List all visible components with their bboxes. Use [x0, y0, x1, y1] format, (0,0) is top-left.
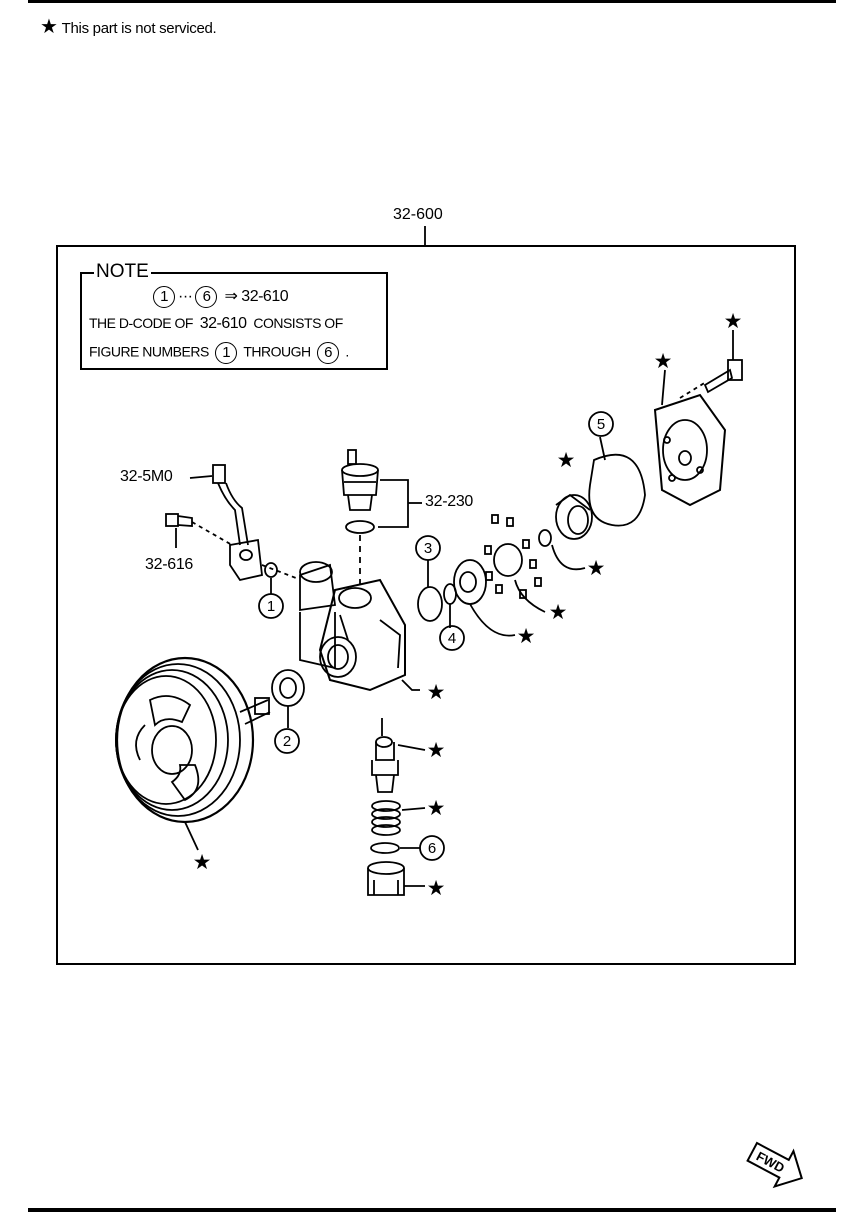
callout-circle-4: [439, 625, 465, 651]
note-title: NOTE: [94, 261, 151, 283]
star-icon: ★: [40, 16, 58, 38]
note-figure-line: FIGURE NUMBERS 1 THROUGH 6 .: [89, 342, 349, 364]
note-dcode-line: THE D-CODE OF 32-610 CONSISTS OF: [89, 315, 343, 333]
star-icon: ★: [427, 876, 446, 900]
sensor-code[interactable]: 32-230: [425, 493, 474, 510]
star-icon: ★: [517, 624, 536, 648]
rear-bolt: [703, 330, 743, 394]
o-ring-6: [370, 842, 400, 854]
callout-4: 4: [448, 630, 456, 647]
bolt-part: [165, 513, 233, 548]
note-line3-period: .: [345, 343, 349, 360]
cam-ring: [538, 493, 593, 571]
o-ring-3: [417, 586, 443, 622]
note-line2-b: CONSISTS OF: [253, 315, 343, 331]
callout-2: 2: [283, 733, 291, 750]
callout-1: 1: [267, 598, 275, 615]
flow-control-valve: [371, 718, 426, 793]
star-icon: ★: [549, 600, 568, 624]
plug: [367, 861, 425, 896]
legend: ★This part is not serviced.: [40, 14, 217, 39]
callout-6: 6: [428, 840, 436, 857]
callout-3: 3: [424, 540, 432, 557]
gasket-5: [588, 453, 646, 527]
assembly-code-label[interactable]: 32-600: [393, 206, 443, 223]
star-icon: ★: [427, 738, 446, 762]
sensor-part: [341, 449, 422, 585]
note-range-code[interactable]: 32-610: [241, 288, 289, 306]
star-icon: ★: [193, 850, 212, 874]
bottom-rule: [28, 1208, 836, 1212]
pulley: [115, 656, 271, 851]
star-icon: ★: [557, 448, 576, 472]
star-icon: ★: [427, 680, 446, 704]
bolt-code[interactable]: 32-616: [145, 556, 194, 573]
note-line3-circle-start: 1: [215, 342, 238, 364]
fwd-arrow: FWD: [745, 1135, 809, 1200]
note-circle-end: 6: [195, 286, 218, 308]
spring: [371, 800, 426, 836]
callout-circle-5: [588, 411, 614, 437]
star-icon: ★: [427, 796, 446, 820]
callout-circle-2: [274, 728, 300, 754]
top-rule: [28, 0, 836, 3]
note-box: [80, 272, 388, 370]
hose-bracket: [189, 464, 297, 594]
star-icon: ★: [724, 309, 743, 333]
fwd-arrow-icon: FWD: [746, 1141, 803, 1189]
callout-circle-3: [415, 535, 441, 561]
note-range-line: 1···6 ⇒ 32-610: [150, 286, 289, 308]
note-circle-start: 1: [153, 286, 175, 308]
note-line3-b: THROUGH: [243, 343, 311, 360]
note-line2-code: 32-610: [199, 315, 247, 332]
callout-5: 5: [597, 416, 605, 433]
note-line3-circle-end: 6: [317, 342, 339, 364]
star-icon: ★: [587, 556, 606, 580]
legend-text: This part is not serviced.: [61, 20, 217, 37]
note-dots: ···: [178, 288, 193, 306]
rotor: [453, 514, 546, 637]
callout-circle-1: [258, 593, 284, 619]
star-icon: ★: [654, 349, 673, 373]
hose-bracket-code[interactable]: 32-5M0: [120, 468, 173, 485]
seal-part: [271, 669, 305, 707]
callout-circle-6: [419, 835, 445, 861]
rear-cover: [653, 369, 727, 507]
note-line3-a: FIGURE NUMBERS: [89, 343, 209, 360]
note-line2-a: THE D-CODE OF: [89, 315, 193, 331]
note-arrow: ⇒: [224, 288, 238, 306]
assembly-frame: [56, 245, 796, 965]
pump-body: [299, 561, 420, 692]
